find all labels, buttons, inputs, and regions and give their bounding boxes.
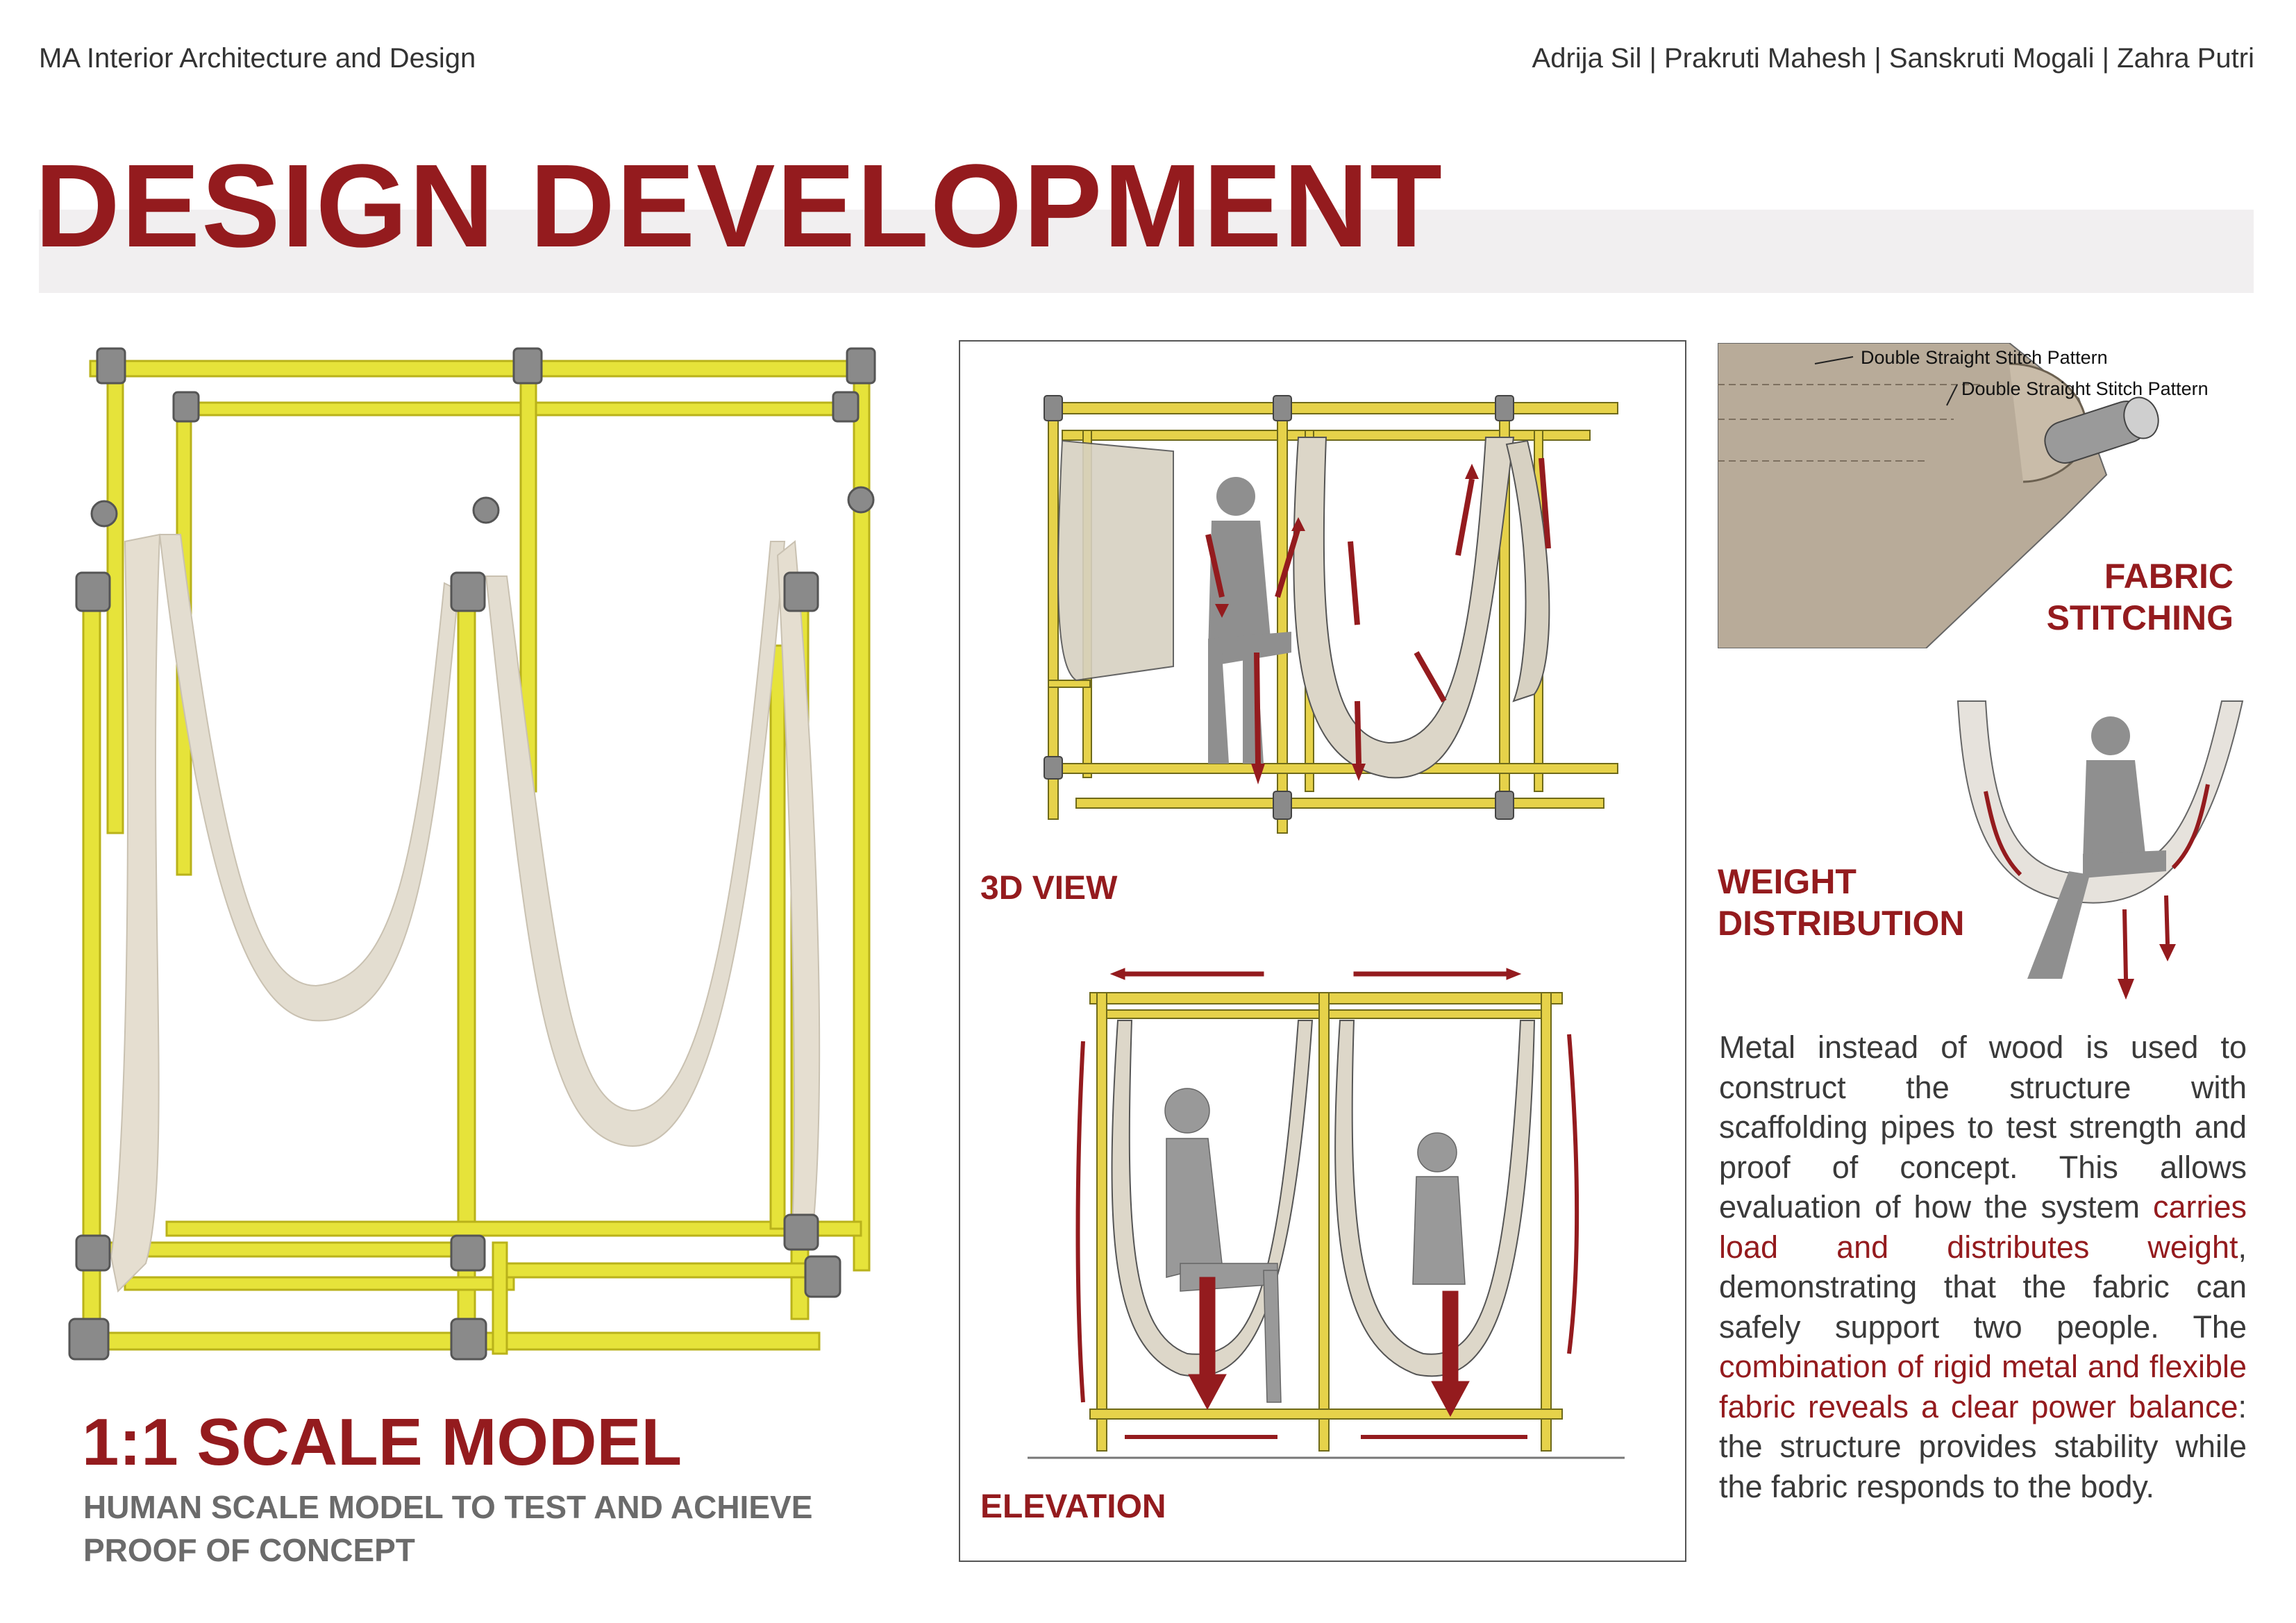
description-paragraph: Metal instead of wood is used to constru… [1719,1027,2247,1506]
description-highlight-2: combination of rigid metal and flexible … [1719,1349,2247,1424]
page-title: DESIGN DEVELOPMENT [35,140,1444,272]
scale-model-title: 1:1 SCALE MODEL [82,1405,682,1479]
fabric-stitching-title-line1: FABRIC [2104,557,2234,596]
drawings-frame [959,340,1686,1562]
description-text-1: Metal instead of wood is used to constru… [1719,1029,2247,1225]
description-highlight-1: carries load and distributes weight [1719,1189,2247,1265]
author-names: Adrija Sil | Prakruti Mahesh | Sanskruti… [1532,43,2254,74]
stitch-label-2: Double Straight Stitch Pattern [1961,378,2209,399]
weight-distribution-title-line1: WEIGHT [1718,862,1857,901]
title-band [39,210,2254,293]
scale-model-subtitle: HUMAN SCALE MODEL TO TEST AND ACHIEVE PR… [83,1486,812,1572]
scale-model-subtitle-line2: PROOF OF CONCEPT [83,1532,415,1568]
stitch-label-1: Double Straight Stitch Pattern [1861,347,2108,368]
elevation-drawing [1028,968,1625,1459]
weight-distribution-title: WEIGHT DISTRIBUTION [1718,861,1965,944]
description-text-3: : the structure provides stability while… [1719,1388,2247,1504]
description-text-2: , demonstrating that the fabric can safe… [1719,1229,2247,1345]
fabric-stitching-title: FABRIC STITCHING [2047,555,2234,639]
fabric-stitching-drawing [1718,343,2159,648]
program-name: MA Interior Architecture and Design [39,43,476,74]
elevation-label: ELEVATION [980,1488,1166,1525]
weight-distribution-drawing [1956,700,2244,1000]
weight-distribution-title-line2: DISTRIBUTION [1718,904,1965,943]
scale-model-subtitle-line1: HUMAN SCALE MODEL TO TEST AND ACHIEVE [83,1489,813,1525]
view-3d-label: 3D VIEW [980,870,1118,907]
fabric-stitching-title-line2: STITCHING [2046,598,2234,637]
view-3d-drawing [1044,395,1618,834]
scale-model-photo [68,347,876,1361]
